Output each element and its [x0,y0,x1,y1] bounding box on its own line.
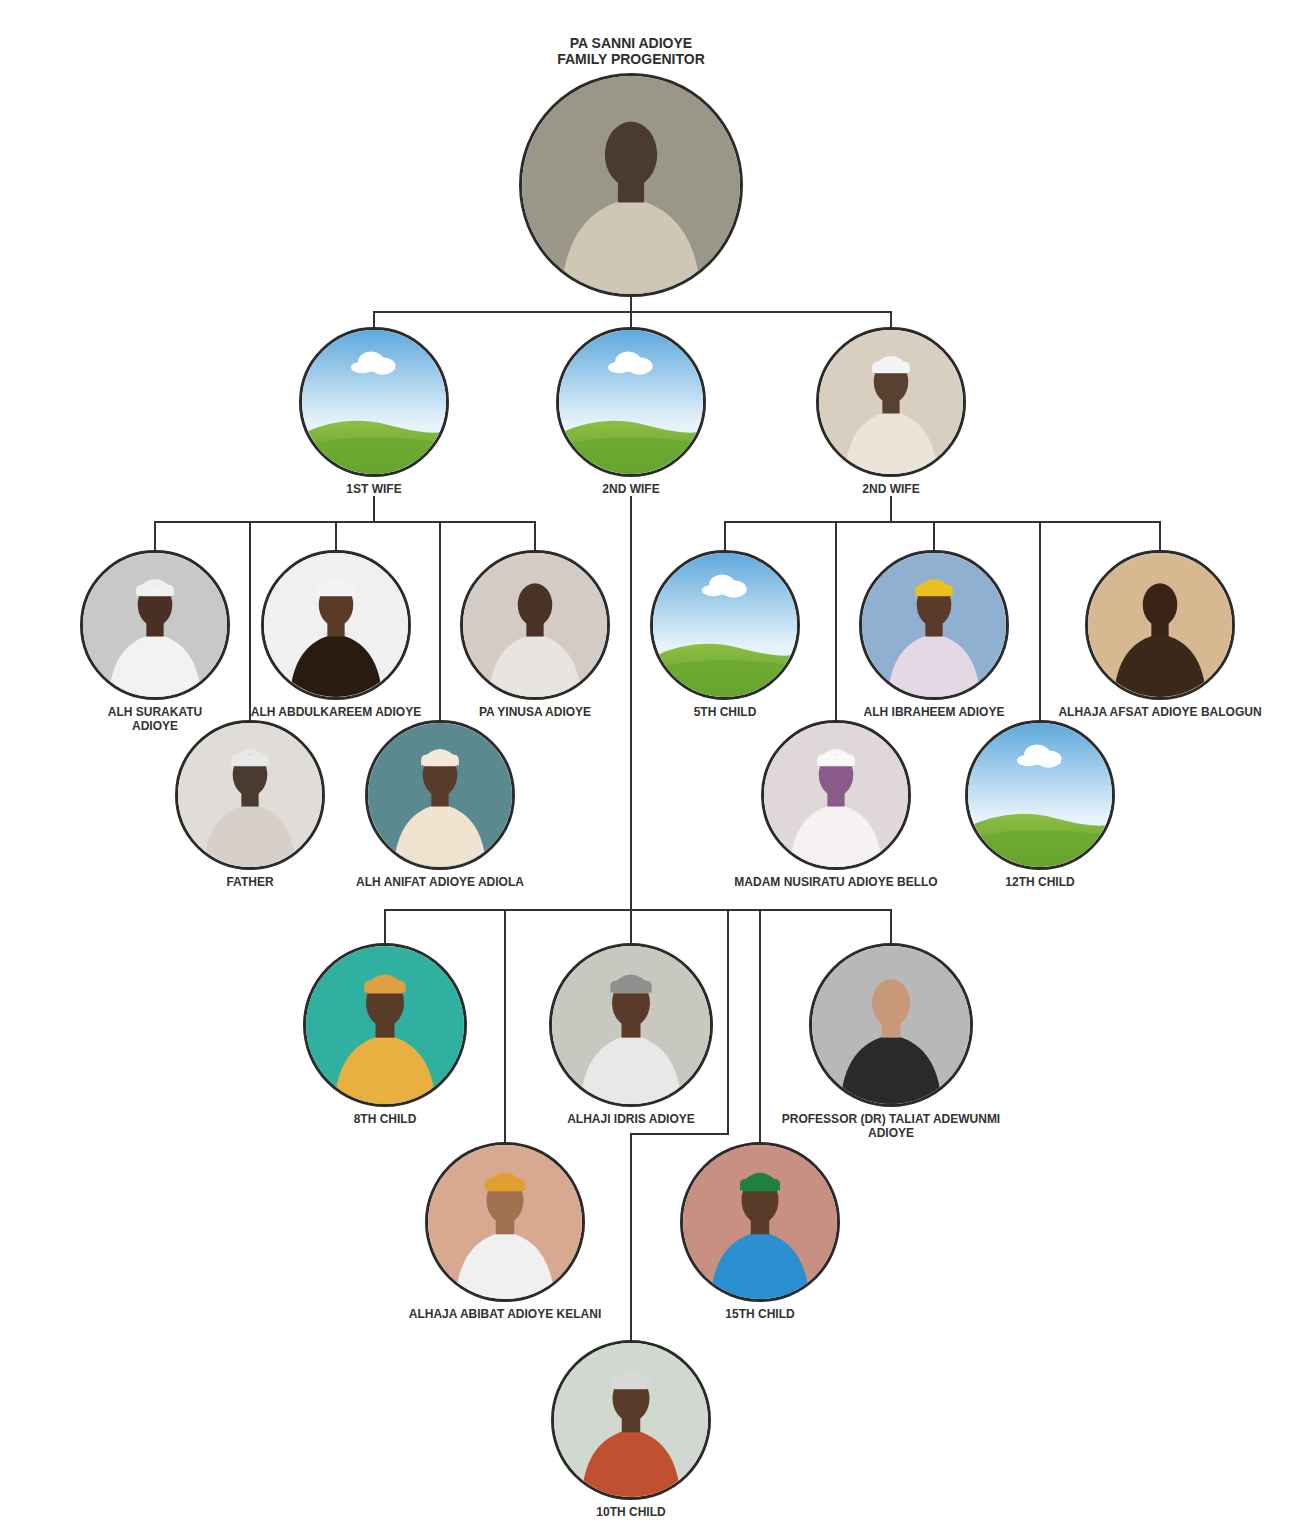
family-member: ALHAJI IDRIS ADIOYE [556,943,706,1126]
member-name: MADAM NUSIRATU ADIOYE BELLO [734,875,937,889]
member-name: 2ND WIFE [862,482,919,496]
member-name: 5TH CHILD [694,705,757,719]
family-member: 12TH CHILD [980,720,1100,889]
member-name: ALH IBRAHEEM ADIOYE [864,705,1005,719]
family-member: PROFESSOR (DR) TALIAT ADEWUNMI ADIOYE [776,943,1006,1140]
family-member: ALHAJA ABIBAT ADIOYE KELANI [405,1142,605,1321]
portrait-circle [965,720,1115,870]
member-name: 2ND WIFE [602,482,659,496]
member-name: ALHAJA ABIBAT ADIOYE KELANI [409,1307,601,1321]
family-member: 2ND WIFE [831,327,951,496]
portrait-circle [519,73,743,297]
family-member: ALH IBRAHEEM ADIOYE [859,550,1009,719]
family-member: 5TH CHILD [665,550,785,719]
family-member: MADAM NUSIRATU ADIOYE BELLO [731,720,941,889]
portrait-circle [299,327,449,477]
family-member: ALH ABDULKAREEM ADIOYE [241,550,431,719]
portrait-circle [175,720,325,870]
portrait-circle [365,720,515,870]
member-name: 10TH CHILD [596,1505,665,1519]
portrait-circle [859,550,1009,700]
portrait-circle [809,943,973,1107]
member-name: ALHAJI IDRIS ADIOYE [567,1112,695,1126]
member-name: ALH SURAKATU ADIOYE [99,705,211,733]
family-member: 10TH CHILD [571,1340,691,1519]
portrait-circle [650,550,800,700]
portrait-circle [761,720,911,870]
family-member: PA SANNI ADIOYE FAMILY PROGENITOR [551,35,711,297]
member-name: ALH ANIFAT ADIOYE ADIOLA [356,875,524,889]
portrait-circle [261,550,411,700]
family-member: 15TH CHILD [700,1142,820,1321]
member-name: 8TH CHILD [354,1112,417,1126]
portrait-circle [551,1340,711,1500]
family-member: FATHER [195,720,305,889]
family-member: 8TH CHILD [325,943,445,1126]
portrait-circle [549,943,713,1107]
portrait-circle [680,1142,840,1302]
family-connector [374,297,631,327]
family-member: ALH ANIFAT ADIOYE ADIOLA [350,720,530,889]
member-name: PA YINUSA ADIOYE [479,705,591,719]
portrait-circle [303,943,467,1107]
member-name: ALH ABDULKAREEM ADIOYE [251,705,421,719]
portrait-circle [816,327,966,477]
family-member: ALHAJA AFSAT ADIOYE BALOGUN [1055,550,1265,719]
portrait-circle [556,327,706,477]
member-name: FATHER [226,875,273,889]
member-name: 1ST WIFE [346,482,401,496]
family-connector [631,297,891,327]
portrait-circle [425,1142,585,1302]
family-member: ALH SURAKATU ADIOYE [99,550,211,733]
family-member: PA YINUSA ADIOYE [460,550,610,719]
family-member: 2ND WIFE [571,327,691,496]
progenitor-heading: PA SANNI ADIOYE FAMILY PROGENITOR [551,35,711,67]
member-name: 12TH CHILD [1005,875,1074,889]
member-name: ALHAJA AFSAT ADIOYE BALOGUN [1058,705,1261,719]
portrait-circle [80,550,230,700]
member-name: PROFESSOR (DR) TALIAT ADEWUNMI ADIOYE [776,1112,1006,1140]
family-member: 1ST WIFE [314,327,434,496]
portrait-circle [1085,550,1235,700]
portrait-circle [460,550,610,700]
member-name: 15TH CHILD [725,1307,794,1321]
